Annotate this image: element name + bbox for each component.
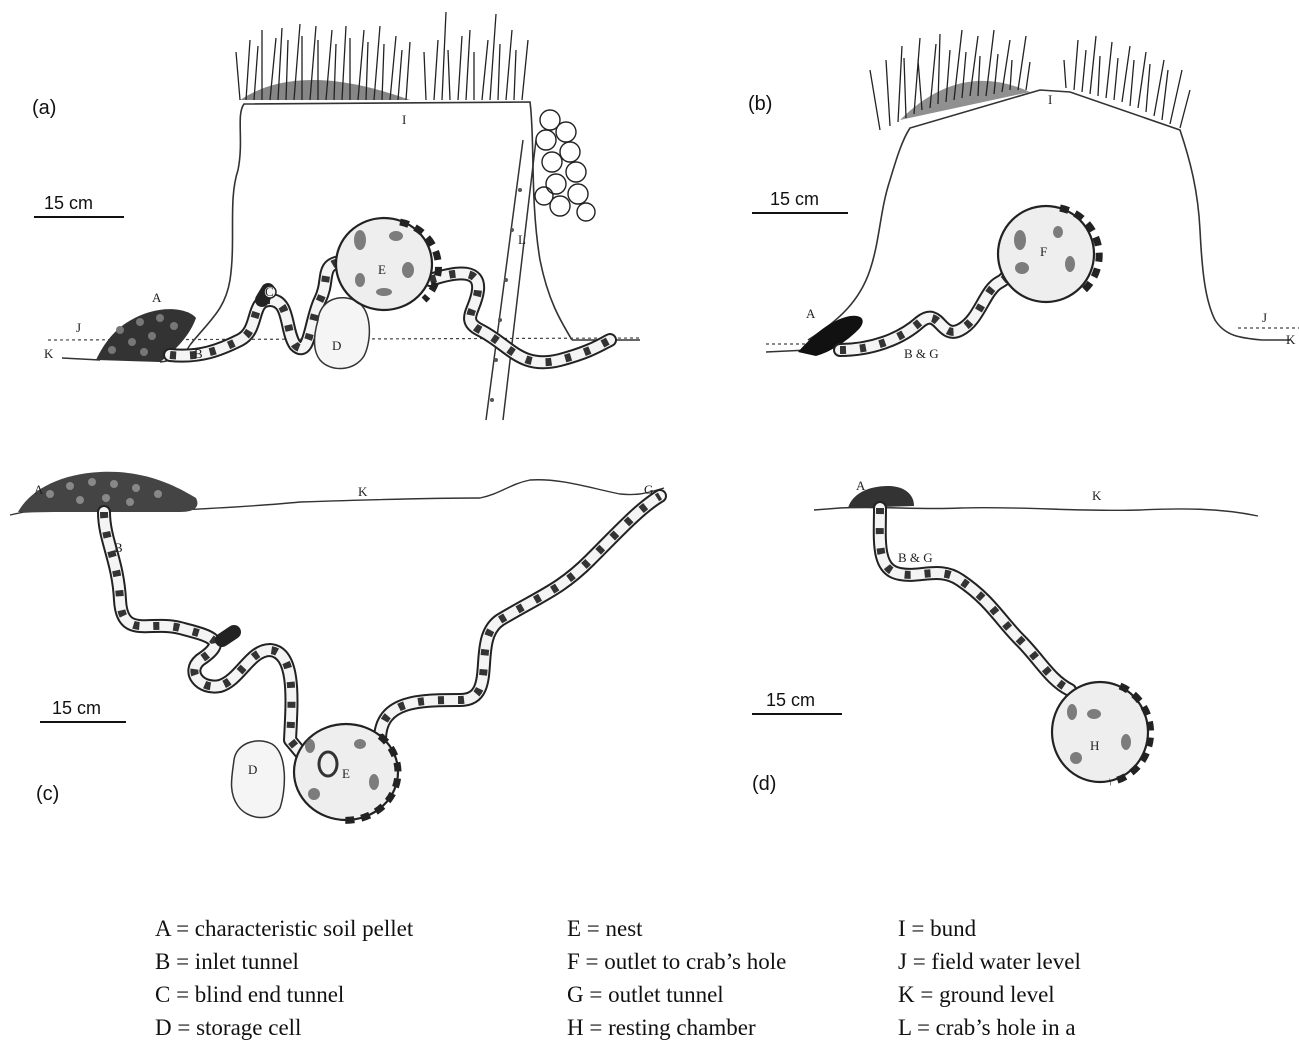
legend-item-F: F = outlet to crab’s hole — [567, 945, 786, 978]
panel-c-scale-text: 15 cm — [52, 698, 101, 718]
panel-a-scale-text: 15 cm — [44, 193, 93, 213]
panel-a-mark-J: J — [76, 320, 81, 335]
legend-column-3: I = bund J = field water level K = groun… — [898, 912, 1081, 1044]
panel-c: (c) 15 cm A B D E G K — [10, 472, 664, 821]
legend-item-G: G = outlet tunnel — [567, 978, 786, 1011]
panel-b-grass — [870, 30, 1190, 130]
panel-c-soil-pellets — [18, 472, 197, 512]
panel-d-mark-BG: B & G — [898, 550, 933, 565]
panel-b-mark-BG: B & G — [904, 346, 939, 361]
panel-b-mark-A: A — [806, 306, 816, 321]
panel-b-mark-F: F — [1040, 244, 1047, 259]
legend-item-D: D = storage cell — [155, 1011, 413, 1044]
panel-d-mark-K: K — [1092, 488, 1102, 503]
panel-b-scale-text: 15 cm — [770, 189, 819, 209]
panel-b-outlet-chamber — [998, 206, 1099, 302]
panel-a-mark-C: C — [265, 284, 274, 299]
panel-a-label: (a) — [32, 97, 56, 119]
panel-d-scale-text: 15 cm — [766, 690, 815, 710]
panel-a-mark-K: K — [44, 346, 54, 361]
panel-b: (b) 15 cm A B & G F I J K — [748, 30, 1299, 361]
panel-d-label: (d) — [752, 773, 776, 795]
legend-item-K: K = ground level — [898, 978, 1081, 1011]
panel-a-mark-A: A — [152, 290, 162, 305]
panel-a-mark-E: E — [378, 262, 386, 277]
panel-a-pellet-cluster — [535, 110, 595, 221]
legend-item-H: H = resting chamber — [567, 1011, 786, 1044]
panel-c-mark-D: D — [248, 762, 257, 777]
panel-c-mark-K: K — [358, 484, 368, 499]
panel-c-tunnels — [104, 496, 660, 752]
panel-d-mark-A: A — [856, 478, 866, 493]
legend-item-B: B = inlet tunnel — [155, 945, 413, 978]
panel-b-tunnel — [840, 266, 1010, 350]
panel-c-mark-G: G — [644, 482, 653, 497]
panel-a-nest — [336, 218, 438, 310]
panel-d-mark-H: H — [1090, 738, 1099, 753]
panel-b-mark-I: I — [1048, 92, 1052, 107]
panel-a-crab-hole — [486, 140, 536, 420]
legend-item-C: C = blind end tunnel — [155, 978, 413, 1011]
panel-a-mark-D: D — [332, 338, 341, 353]
panel-b-label: (b) — [748, 93, 772, 115]
panel-d-tunnel — [880, 508, 1070, 690]
panel-a-mark-L: L — [518, 232, 526, 247]
legend-column-1: A = characteristic soil pellet B = inlet… — [155, 912, 413, 1044]
panel-a-mark-I: I — [402, 112, 406, 127]
panel-c-label: (c) — [36, 783, 59, 805]
legend-item-J: J = field water level — [898, 945, 1081, 978]
legend-item-I: I = bund — [898, 912, 1081, 945]
panel-a-grass — [236, 12, 528, 100]
legend-item-E: E = nest — [567, 912, 786, 945]
panel-b-mark-J: J — [1262, 310, 1267, 325]
legend-column-2: E = nest F = outlet to crab’s hole G = o… — [567, 912, 786, 1044]
panel-c-mark-B: B — [114, 540, 123, 555]
panel-c-mark-A: A — [34, 482, 44, 497]
panel-d-resting-chamber — [1052, 682, 1151, 782]
panel-d: (d) 15 cm A B & G H K — [752, 478, 1258, 795]
panel-c-storage-cell — [232, 741, 285, 818]
panel-b-mark-K: K — [1286, 332, 1296, 347]
legend-item-L: L = crab’s hole in a — [898, 1011, 1081, 1044]
panel-c-mark-E: E — [342, 766, 350, 781]
panel-a: (a) 15 cm — [32, 12, 640, 420]
panel-a-storage-cell — [315, 298, 370, 369]
legend-item-A: A = characteristic soil pellet — [155, 912, 413, 945]
panel-a-mark-B: B — [194, 346, 203, 361]
